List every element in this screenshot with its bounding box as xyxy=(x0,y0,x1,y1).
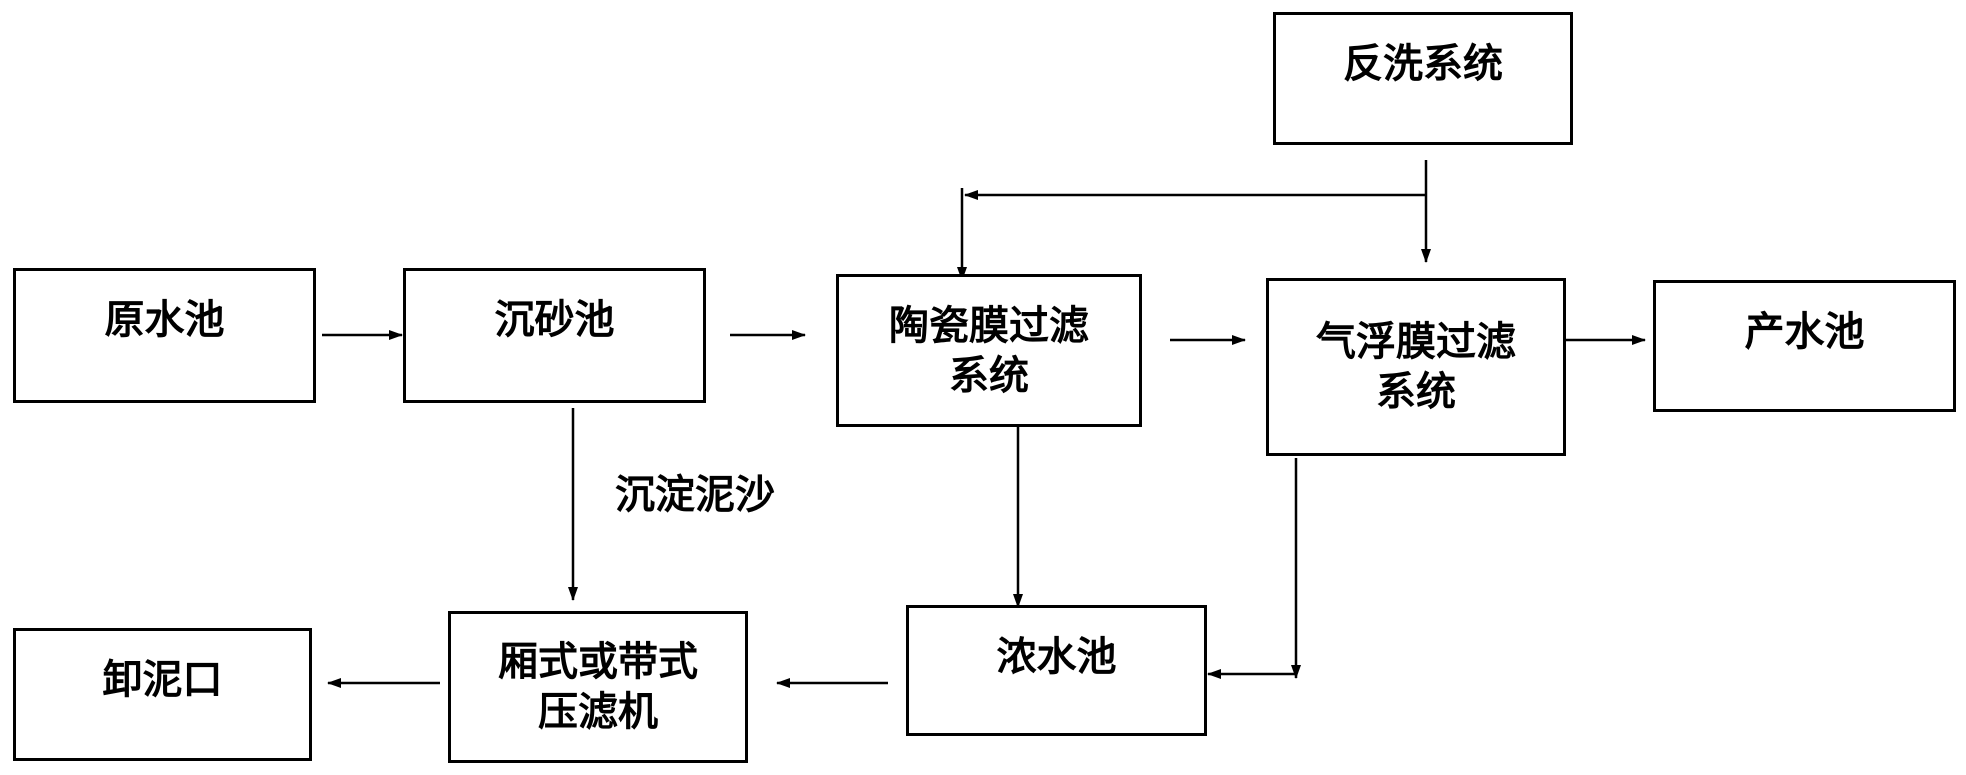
product-water-tank-label: 产水池 xyxy=(1744,309,1865,355)
sludge-outlet-label: 卸泥口 xyxy=(102,657,223,703)
filter-press-label-line2: 压滤机 xyxy=(538,689,658,735)
ceramic-membrane-node: 陶瓷膜过滤 系统 xyxy=(836,274,1142,427)
sludge-outlet-node: 卸泥口 xyxy=(13,628,312,761)
ceramic-membrane-label-line1: 陶瓷膜过滤 xyxy=(889,302,1089,349)
filter-press-label-line1: 厢式或带式 xyxy=(498,639,698,685)
concentrate-tank-node: 浓水池 xyxy=(906,605,1207,736)
raw-water-tank-label: 原水池 xyxy=(104,297,225,343)
concentrate-tank-label: 浓水池 xyxy=(996,634,1117,680)
grit-chamber-node: 沉砂池 xyxy=(403,268,706,403)
filter-press-node: 厢式或带式 压滤机 xyxy=(448,611,748,763)
ceramic-membrane-label-line2: 系统 xyxy=(949,352,1029,399)
grit-chamber-label: 沉砂池 xyxy=(494,297,615,343)
raw-water-tank-node: 原水池 xyxy=(13,268,316,403)
air-float-membrane-label-line1: 气浮膜过滤 xyxy=(1316,319,1516,365)
backwash-system-label: 反洗系统 xyxy=(1343,41,1503,87)
air-float-membrane-node: 气浮膜过滤 系统 xyxy=(1266,278,1566,456)
settled-sludge-label: 沉淀泥沙 xyxy=(615,472,775,518)
air-float-membrane-label-line2: 系统 xyxy=(1376,369,1456,415)
backwash-system-node: 反洗系统 xyxy=(1273,12,1573,145)
product-water-tank-node: 产水池 xyxy=(1653,280,1956,412)
